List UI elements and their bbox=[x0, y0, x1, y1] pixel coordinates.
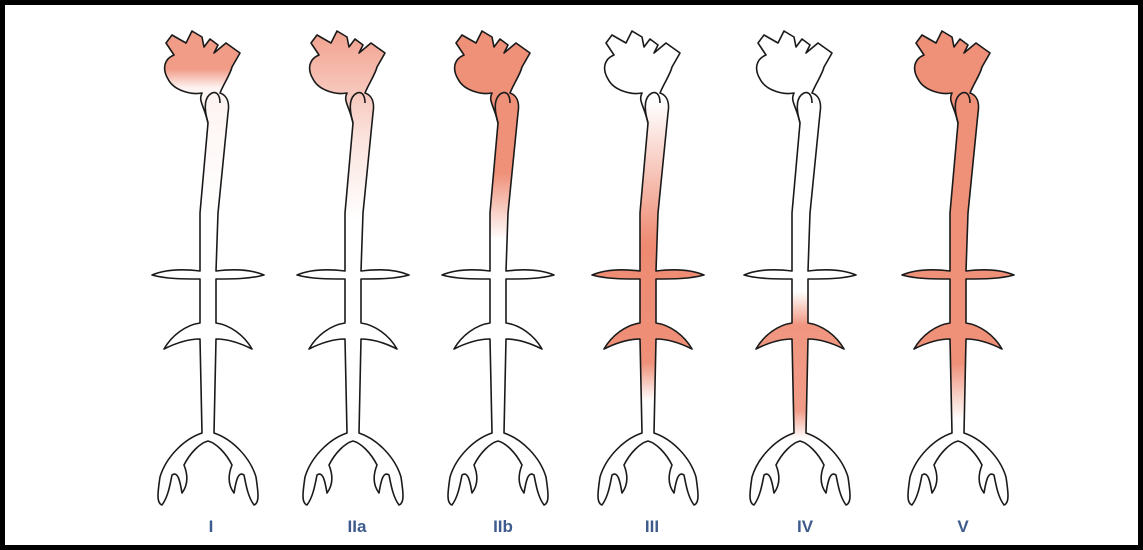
aorta-diagram-iia bbox=[293, 23, 423, 513]
label-i: I bbox=[171, 517, 251, 537]
aneurysm-extent-shading bbox=[592, 31, 704, 505]
aorta-diagram-iii bbox=[588, 23, 718, 513]
label-iia: IIa bbox=[317, 517, 397, 537]
aorta-diagram-iv bbox=[740, 23, 870, 513]
aorta-svg bbox=[438, 23, 568, 513]
aneurysm-extent-shading bbox=[902, 31, 1014, 505]
aorta-svg bbox=[148, 23, 278, 513]
label-iib: IIb bbox=[463, 517, 543, 537]
aneurysm-extent-shading bbox=[744, 31, 856, 505]
aorta-diagram-iib bbox=[438, 23, 568, 513]
aorta-svg bbox=[898, 23, 1028, 513]
aneurysm-extent-shading bbox=[442, 31, 554, 505]
label-iii: III bbox=[612, 517, 692, 537]
aorta-svg bbox=[740, 23, 870, 513]
label-iv: IV bbox=[765, 517, 845, 537]
aorta-diagram-v bbox=[898, 23, 1028, 513]
aneurysm-extent-shading bbox=[152, 31, 264, 505]
aneurysm-extent-shading bbox=[297, 31, 409, 505]
aorta-svg bbox=[588, 23, 718, 513]
aorta-svg bbox=[293, 23, 423, 513]
aorta-diagram-i bbox=[148, 23, 278, 513]
label-v: V bbox=[923, 517, 1003, 537]
